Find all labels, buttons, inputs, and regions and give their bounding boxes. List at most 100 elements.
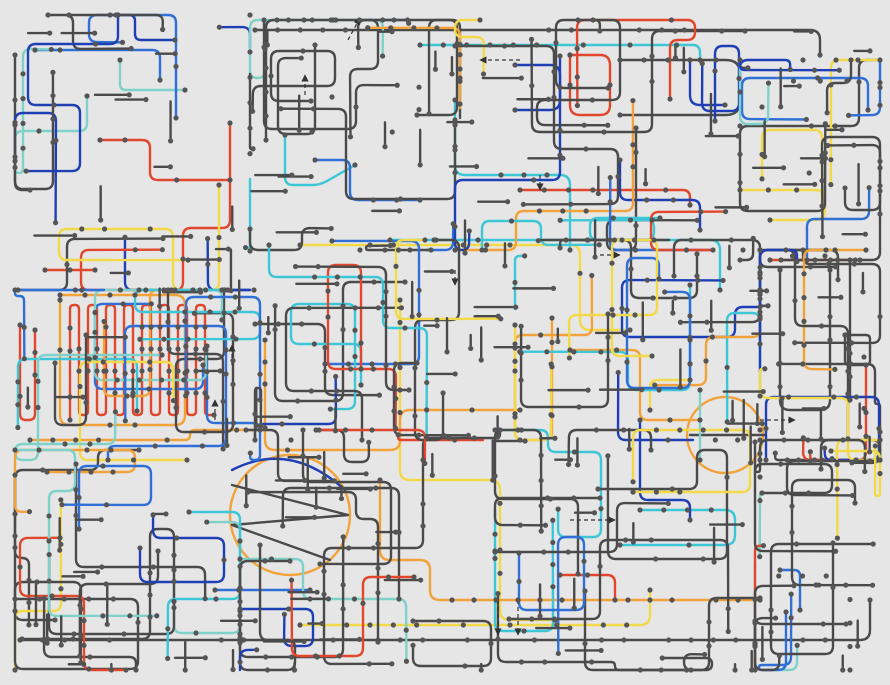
station-node xyxy=(237,538,243,544)
station-node xyxy=(757,271,763,277)
route-line xyxy=(753,619,781,672)
station-node xyxy=(575,17,581,23)
station-node xyxy=(58,541,64,547)
station-node xyxy=(598,637,605,643)
station-node xyxy=(26,509,33,515)
route-line xyxy=(825,58,853,114)
station-node xyxy=(107,292,113,298)
station-node xyxy=(67,394,73,400)
route-line xyxy=(530,29,747,134)
station-node xyxy=(724,427,730,433)
station-node xyxy=(750,235,756,241)
station-node xyxy=(117,57,123,63)
station-node xyxy=(710,247,716,253)
station-node xyxy=(536,208,543,214)
route-line xyxy=(298,243,632,332)
station-node xyxy=(340,327,346,333)
station-node xyxy=(665,437,671,443)
station-node xyxy=(822,637,828,643)
station-node xyxy=(653,427,660,433)
station-node xyxy=(780,165,787,171)
station-node xyxy=(147,226,153,232)
station-node xyxy=(619,305,625,312)
route-line xyxy=(758,367,882,462)
station-node xyxy=(107,422,113,428)
station-node xyxy=(538,503,544,509)
station-node xyxy=(877,457,883,463)
station-node xyxy=(478,667,484,673)
station-node xyxy=(275,27,281,33)
station-node xyxy=(863,409,869,416)
route-line xyxy=(298,588,652,627)
route-line xyxy=(802,248,868,371)
station-node xyxy=(464,42,470,48)
station-node xyxy=(824,110,830,116)
station-node xyxy=(762,366,768,372)
station-node xyxy=(867,48,873,54)
station-node xyxy=(397,364,403,371)
station-node xyxy=(550,285,557,291)
route-line xyxy=(364,244,433,252)
station-node xyxy=(247,151,253,157)
station-node xyxy=(877,165,883,171)
station-node xyxy=(186,509,192,515)
station-node xyxy=(515,597,521,603)
station-node xyxy=(263,113,269,119)
station-node xyxy=(366,439,372,445)
station-node xyxy=(73,487,79,493)
station-node xyxy=(414,112,420,118)
station-node xyxy=(757,427,763,433)
station-node xyxy=(549,315,555,321)
station-node xyxy=(232,294,238,300)
station-node xyxy=(497,570,503,576)
station-node xyxy=(416,84,422,90)
route-line xyxy=(618,508,737,547)
station-node xyxy=(404,17,411,23)
station-node xyxy=(513,304,519,310)
station-node xyxy=(627,217,634,223)
station-node xyxy=(724,364,730,371)
station-node xyxy=(818,466,824,472)
station-node xyxy=(26,577,32,583)
station-node xyxy=(150,512,156,518)
station-node xyxy=(182,667,188,673)
station-node xyxy=(393,396,399,402)
station-node xyxy=(237,585,243,591)
station-node xyxy=(822,121,828,127)
station-node xyxy=(327,406,333,412)
station-node xyxy=(478,357,484,363)
station-node xyxy=(720,277,726,284)
station-node xyxy=(609,307,615,313)
station-node xyxy=(136,447,142,453)
station-node xyxy=(832,247,838,253)
route-line xyxy=(366,26,462,110)
station-node xyxy=(340,582,346,588)
station-node xyxy=(154,613,160,619)
station-node xyxy=(356,17,362,23)
station-node xyxy=(12,154,18,160)
station-node xyxy=(173,115,179,121)
station-node xyxy=(202,390,208,396)
station-node xyxy=(230,381,236,387)
route-line xyxy=(779,143,882,262)
station-node xyxy=(446,435,452,441)
station-node xyxy=(306,305,312,311)
station-node xyxy=(822,155,829,161)
station-node xyxy=(647,407,653,413)
station-node xyxy=(833,548,839,554)
station-node xyxy=(781,437,787,443)
station-node xyxy=(422,237,428,243)
station-node xyxy=(242,244,249,251)
station-node xyxy=(849,460,855,466)
station-node xyxy=(340,303,346,309)
station-node xyxy=(672,55,679,61)
station-node xyxy=(630,479,636,485)
station-node xyxy=(35,378,41,384)
station-node xyxy=(541,187,547,193)
station-node xyxy=(512,341,518,347)
station-node xyxy=(326,485,332,491)
station-node xyxy=(132,292,138,298)
station-node xyxy=(777,267,783,273)
station-node xyxy=(550,517,556,523)
station-node xyxy=(799,573,806,579)
